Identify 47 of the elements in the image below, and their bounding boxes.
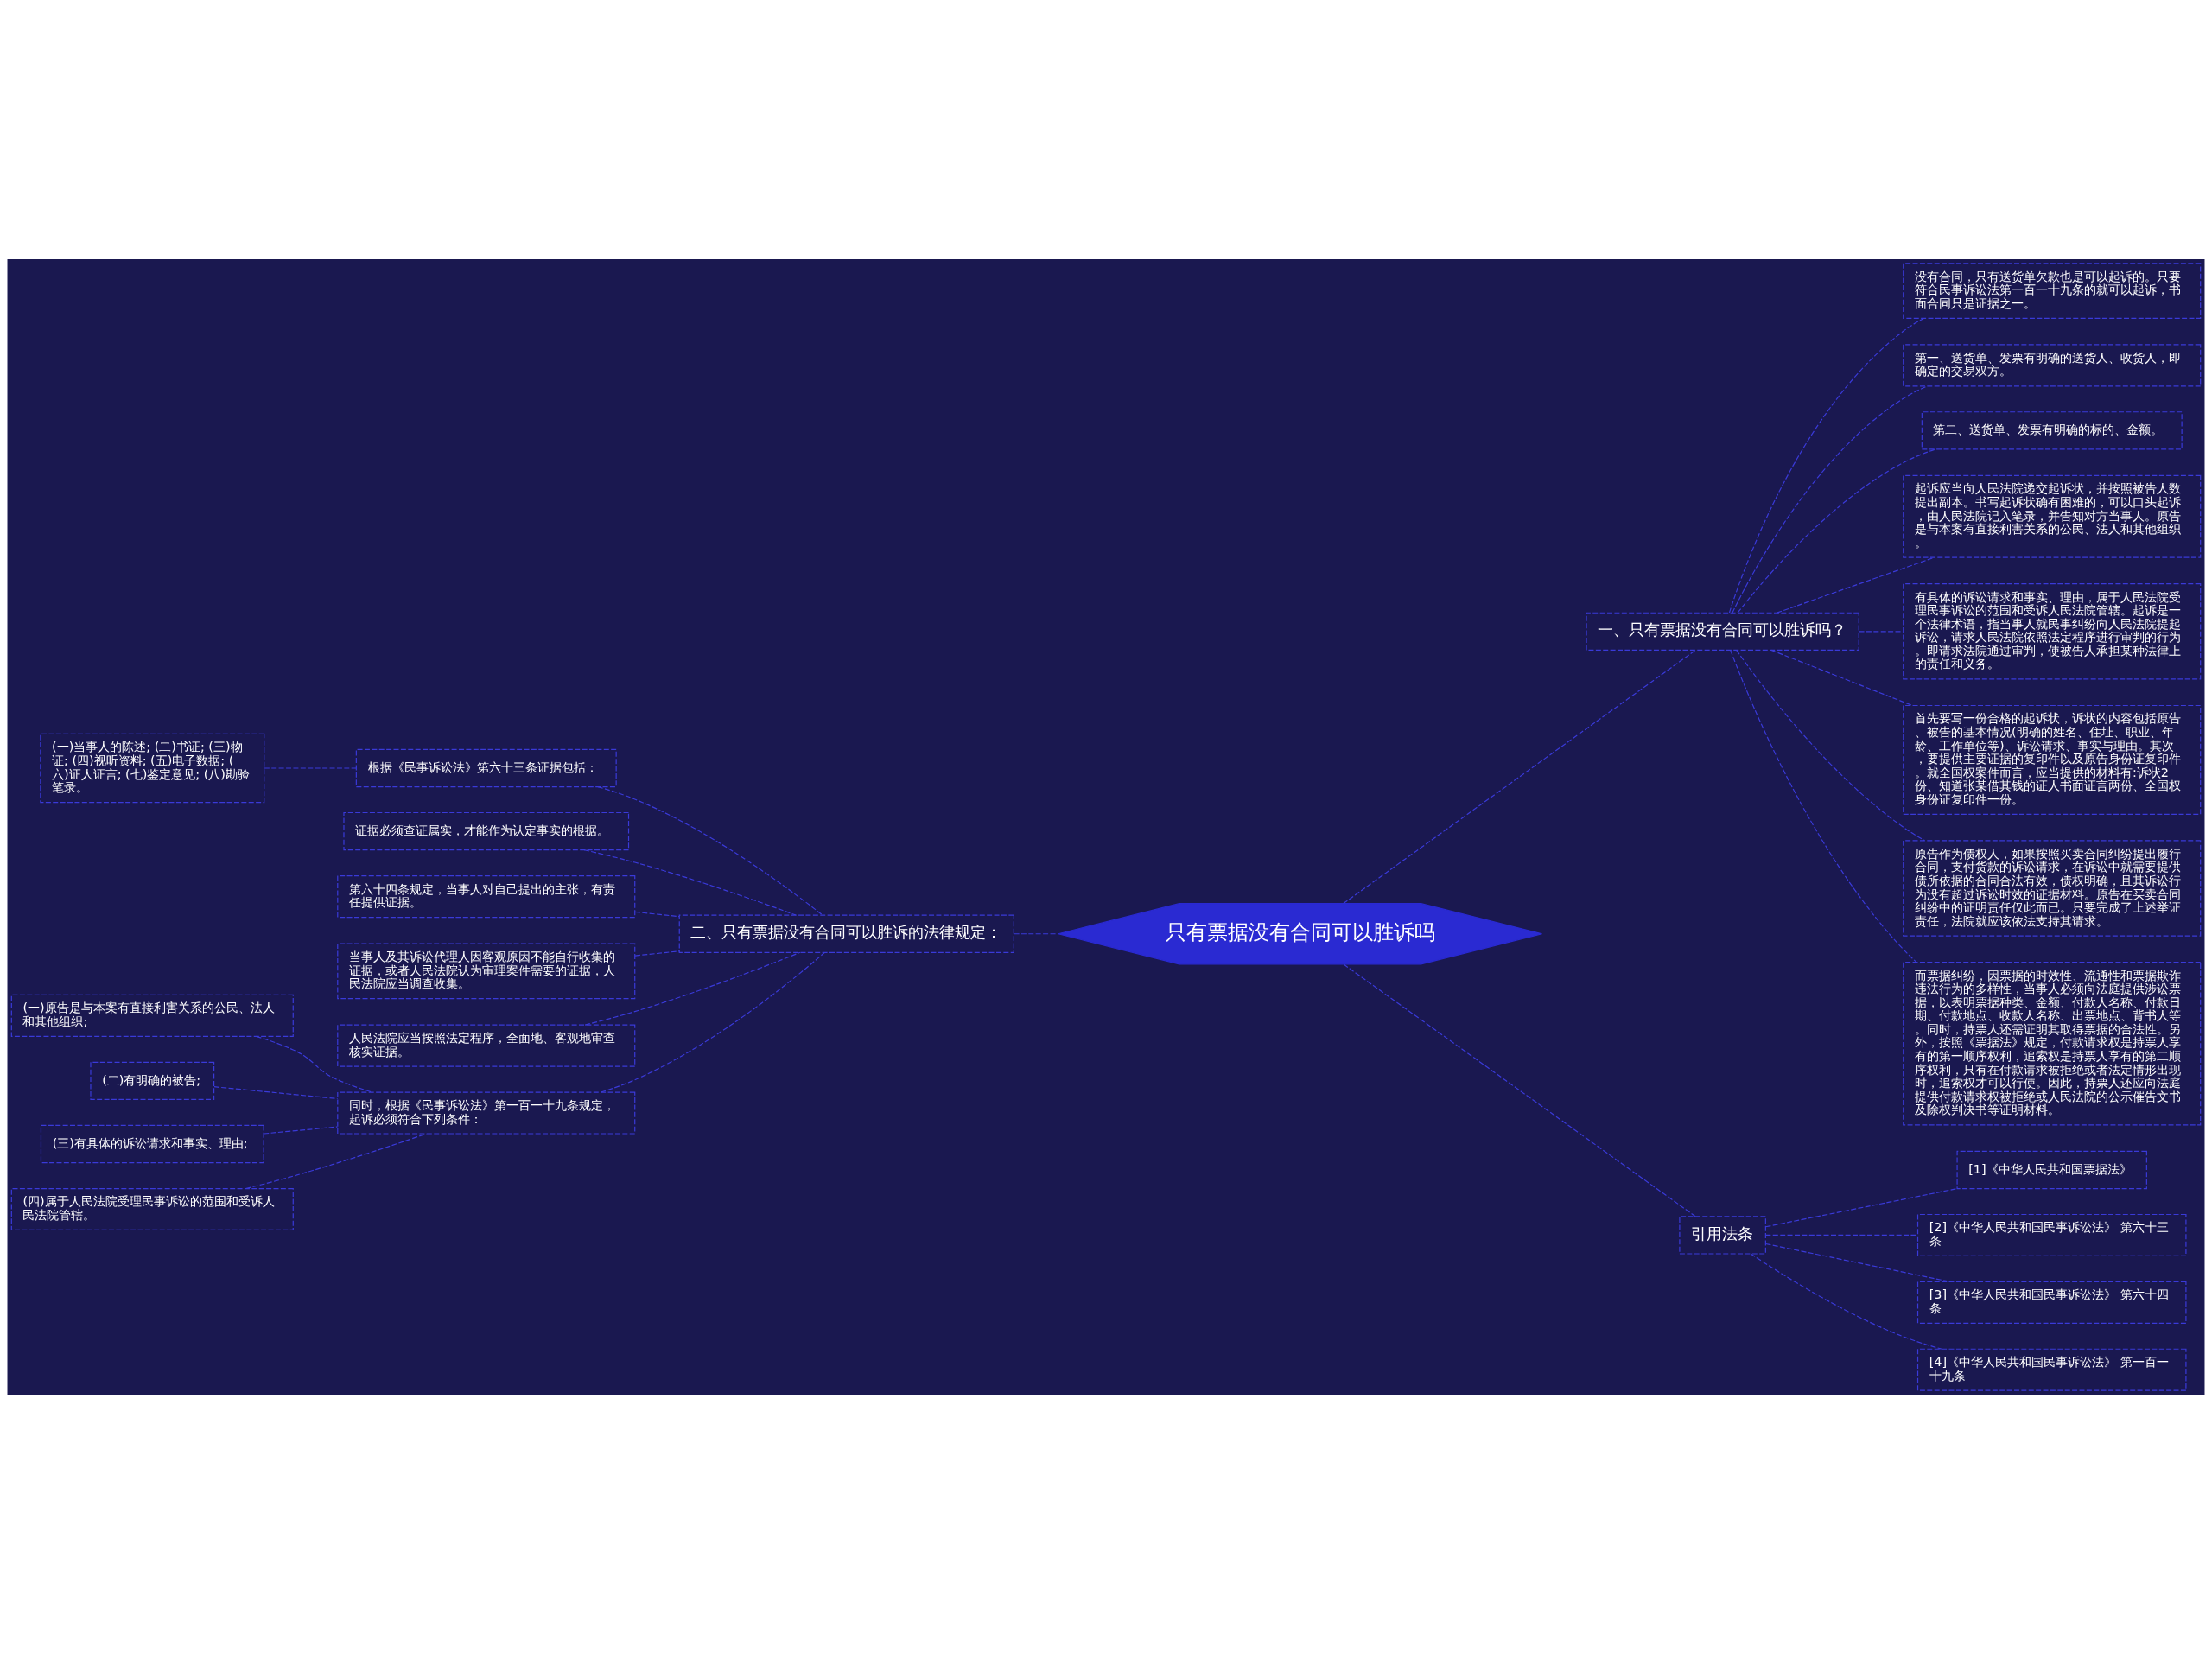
node-box: 当事人及其诉讼代理人因客观原因不能自行收集的证据，或者人民法院认为审理案件需要的证据，人民法院应当调查收集。	[337, 943, 636, 999]
node-box: 起诉应当向人民法院递交起诉状，并按照被告人数提出副本。书写起诉状确有困难的，可以口头起诉，由人民法院记入笔录，并告知对方当事人。原告是与本案有直接利害关系的公民、法人和其他组织。	[1903, 474, 2202, 558]
connector	[1750, 1252, 1942, 1350]
node-box: 证据必须查证属实，才能作为认定事实的根据。	[343, 811, 630, 850]
node-box: [1]《中华人民共和国票据法》	[1956, 1150, 2147, 1189]
node-box: [3]《中华人民共和国民事诉讼法》 第六十四条	[1916, 1281, 2187, 1324]
connector	[1014, 932, 1059, 934]
node-box: [2]《中华人民共和国民事诉讼法》 第六十三条	[1916, 1213, 2187, 1256]
node-box: 同时，根据《民事诉讼法》第一百一十九条规定，起诉必须符合下列条件：	[337, 1091, 636, 1135]
node-box: 引用法条	[1679, 1215, 1766, 1255]
connector	[264, 766, 357, 769]
node-box: 而票据纠纷，因票据的时效性、流通性和票据欺诈违法行为的多样性，当事人必须向法庭提供涉讼票据，以表明票据种类、金额、付款人名称、付款日期、付款地点、收款人名称、出票地点、背书人等。同时，持票人还需证明其取得票据的合法性。另外，按照《票据法》规定，付款请求权是持票人享有的第一顺序权利，追索权是持票人享有的第二顺序权利，只有在付款请求被拒绝或者法定情形出现时，追索权才可以行使。因此，持票人还应向法庭提供付款请求权被拒绝或人民法院的公示催告文书及除权判决书等证明材料。	[1903, 961, 2202, 1125]
connector	[1730, 649, 1917, 963]
node-box: 首先要写一份合格的起诉状，诉状的内容包括原告、被告的基本情况(明确的姓名、住址、职业、年龄、工作单位等)、诉讼请求、事实与理由。其次，要提供主要证据的复印件以及原告身份证复印件。就全国权案件而言，应当提供的材料有:诉状2份、知道张某借其钱的证人书面证言两份、全国权身份证复印件一份。	[1903, 704, 2202, 815]
node-box: 没有合同，只有送货单欠款也是可以起诉的。只要符合民事诉讼法第一百一十九条的就可以起诉，书面合同只是证据之一。	[1903, 262, 2202, 319]
node-box: 有具体的诉讼请求和事实、理由，属于人民法院受理民事诉讼的范围和受诉人民法院管辖。起诉是一个法律术语，指当事人就民事纠纷向人民法院提起诉讼，请求人民法院依照法定程序进行审判的行为。即请求法院通过审判，使被告人承担某种法律上的责任和义务。	[1903, 582, 2202, 680]
node-box: 第六十四条规定，当事人对自己提出的主张，有责任提供证据。	[337, 874, 636, 918]
node-box: 根据《民事诉讼法》第六十三条证据包括：	[355, 748, 617, 787]
node-box: 二、只有票据没有合同可以胜诉的法律规定：	[678, 914, 1014, 953]
connector	[1343, 963, 1696, 1217]
connector	[1737, 448, 1936, 614]
connector	[1770, 649, 1913, 706]
connector	[213, 1085, 339, 1099]
node-box: 第一、送货单、发票有明确的送货人、收货人，即确定的交易双方。	[1903, 343, 2202, 386]
node-box: (一)原告是与本案有直接利害关系的公民、法人和其他组织;	[10, 994, 294, 1037]
node-box: [4]《中华人民共和国民事诉讼法》 第一百一十九条	[1916, 1348, 2187, 1391]
connector	[256, 1035, 373, 1093]
node-box: (二)有明确的被告;	[90, 1061, 215, 1100]
node-box: (一)当事人的陈述; (二)书证; (三)物证; (四)视听资料; (五)电子数据; (六)证人证言; (七)鉴定意见; (八)勘验笔录。	[40, 733, 265, 803]
connector	[263, 1125, 339, 1135]
node-box: 第二、送货单、发票有明确的标的、金额。	[1921, 410, 2183, 449]
node-box: (四)属于人民法院受理民事诉讼的范围和受诉人民法院管辖。	[10, 1187, 294, 1230]
connector	[1732, 385, 1929, 614]
connector	[1764, 1243, 1951, 1282]
node-box: 人民法院应当按照法定程序，全面地、客观地审查核实证据。	[337, 1024, 636, 1067]
connector	[1764, 1187, 1958, 1227]
node-box: 一、只有票据没有合同可以胜诉吗？	[1586, 612, 1859, 651]
connector	[1764, 1234, 1918, 1236]
node-box: 原告作为债权人，如果按照买卖合同纠纷提出履行合同，支付货款的诉讼请求，在诉讼中就需要提供债所依据的合同合法有效，债权明确，且其诉讼行为没有超过诉讼时效的证据材料。原告在买卖合同纠纷中的证明责任仅此而已。只要完成了上述举证责任，法院就应该依法支持其请求。	[1903, 839, 2202, 937]
connector	[634, 911, 680, 917]
connector	[1343, 649, 1696, 904]
connector	[1859, 630, 1904, 632]
connector	[597, 785, 823, 916]
connector	[1728, 317, 1924, 614]
connector	[634, 950, 680, 957]
node-box: (三)有具体的诉讼请求和事实、理由;	[40, 1124, 264, 1163]
connector	[1736, 649, 1925, 841]
